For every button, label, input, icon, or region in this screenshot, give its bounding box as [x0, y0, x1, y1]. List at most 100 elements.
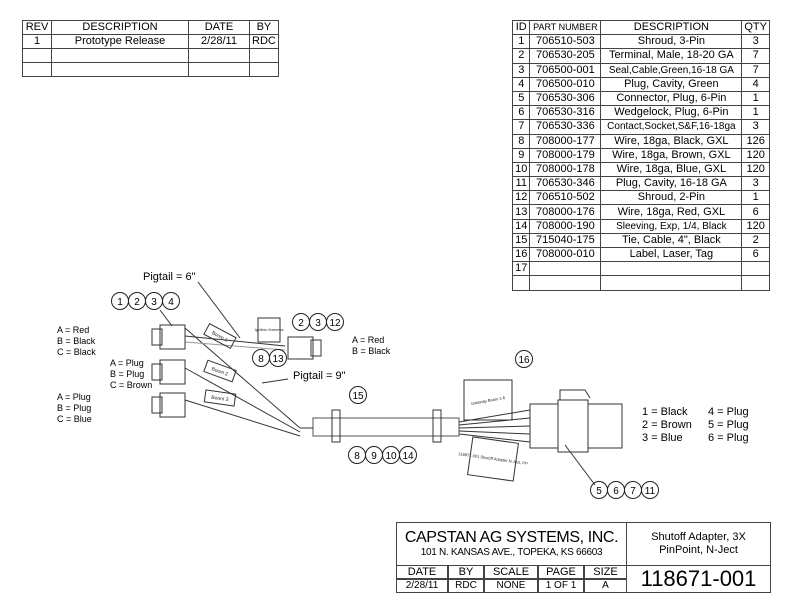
table-cell: 6	[741, 204, 770, 220]
item-balloon	[269, 349, 287, 367]
table-cell: Sleeving, Exp, 1/4, Black	[600, 218, 743, 234]
title-block-label: SCALE	[484, 565, 538, 579]
title-block-label: BY	[448, 565, 484, 579]
pin-label: A = Red	[352, 335, 385, 345]
balloon-number: 1	[117, 297, 123, 308]
pin-label: B = Black	[57, 336, 96, 346]
table-cell: 15	[512, 232, 531, 249]
header-cell: ID	[512, 19, 531, 36]
pin-label: B = Plug	[57, 403, 92, 413]
balloon-number: 10	[385, 451, 397, 462]
pin-label: C = Brown	[110, 380, 153, 390]
gateway-tag: Gateway Boom 1-6	[471, 395, 506, 406]
table-cell: 13	[512, 204, 531, 220]
title-block-label: SIZE	[584, 565, 627, 579]
balloon-number: 11	[645, 486, 656, 497]
table-header: ID PART NUMBER DESCRIPTION QTY	[512, 19, 770, 36]
pin-label: C = Blue	[57, 414, 92, 424]
table-cell: 3	[741, 34, 770, 50]
table-cell	[741, 275, 770, 291]
table-cell: Tie, Cable, 4", Black	[600, 232, 743, 249]
boom1-wire	[184, 327, 301, 429]
pin-label: B = Black	[352, 346, 391, 356]
table-cell: 7	[512, 119, 531, 135]
table-cell: 17	[512, 261, 531, 277]
table-cell: 120	[741, 161, 770, 178]
table-cell: Terminal, Male, 18-20 GA	[600, 48, 743, 64]
balloon-number: 3	[315, 318, 321, 329]
balloon-number: 16	[518, 355, 530, 366]
pin-label: 5 = Plug	[708, 419, 749, 431]
table-cell: 9	[512, 147, 531, 163]
table-cell: 16	[512, 246, 531, 263]
pin-label: A = Red	[57, 325, 90, 335]
title-block-value: NONE	[484, 579, 538, 593]
table-cell: 708000-178	[529, 161, 602, 178]
table-cell: Wire, 18ga, Red, GXL	[600, 204, 743, 220]
pin-label: 1 = Black	[642, 406, 688, 418]
table-cell: 706530-336	[529, 119, 602, 135]
drawing-title-cell: Shutoff Adapter, 3X PinPoint, N-Ject	[626, 522, 771, 566]
table-cell: 706530-316	[529, 105, 602, 121]
balloon-number: 2	[298, 318, 304, 329]
table-cell: Shroud, 2-Pin	[600, 190, 743, 206]
table-cell: 706530-346	[529, 176, 602, 192]
title-block-value: 2/28/11	[396, 579, 448, 593]
cable-tie	[331, 409, 341, 443]
item-balloon	[162, 292, 180, 310]
table-cell: 3	[741, 119, 770, 135]
item-balloon	[349, 386, 367, 404]
balloon-number: 9	[371, 451, 377, 462]
title-block-value: A	[584, 579, 627, 593]
table-cell: Connector, Plug, 6-Pin	[600, 90, 743, 107]
table-cell: 715040-175	[529, 232, 602, 249]
pigtail-9-label: Pigtail = 9"	[293, 370, 346, 382]
title-block-label: PAGE	[538, 565, 584, 579]
pin-label: B = Plug	[110, 369, 145, 379]
boom2-tag: Boom 2	[211, 366, 229, 378]
table-cell: Wedgelock, Plug, 6-Pin	[600, 105, 743, 121]
balloon-number: 8	[258, 354, 264, 365]
main-6pin-connector	[529, 389, 623, 453]
balloon-number: 6	[613, 486, 619, 497]
table-cell: 3	[741, 176, 770, 192]
table-cell: 10	[512, 161, 531, 178]
table-cell: 706510-503	[529, 34, 602, 50]
table-cell: 708000-190	[529, 218, 602, 234]
item-balloon	[399, 446, 417, 464]
table-cell: 2/28/11	[188, 34, 250, 49]
table-cell: 14	[512, 218, 531, 234]
boom1-connector	[151, 324, 186, 350]
title-block-value: RDC	[448, 579, 484, 593]
boom2-wire	[184, 367, 301, 433]
pin-label: C = Black	[57, 347, 96, 357]
table-cell: Contact,Socket,S&F,16-18ga	[600, 119, 743, 135]
item-balloon	[515, 350, 533, 368]
table-cell: Wire, 18ga, Blue, GXL	[600, 161, 743, 178]
table-row	[512, 275, 770, 291]
table-cell: 6	[512, 105, 531, 121]
company-address: 101 N. KANSAS AVE., TOPEKA, KS 66603	[420, 547, 603, 558]
table-cell: Wire, 18ga, Brown, GXL	[600, 147, 743, 163]
balloon-number: 8	[354, 451, 360, 462]
pin-label: 3 = Blue	[642, 432, 683, 444]
table-cell	[249, 62, 279, 77]
table-cell: 120	[741, 147, 770, 163]
sleeving	[312, 417, 460, 437]
table-cell: 708000-176	[529, 204, 602, 220]
title-block-value: 1 OF 1	[538, 579, 584, 593]
